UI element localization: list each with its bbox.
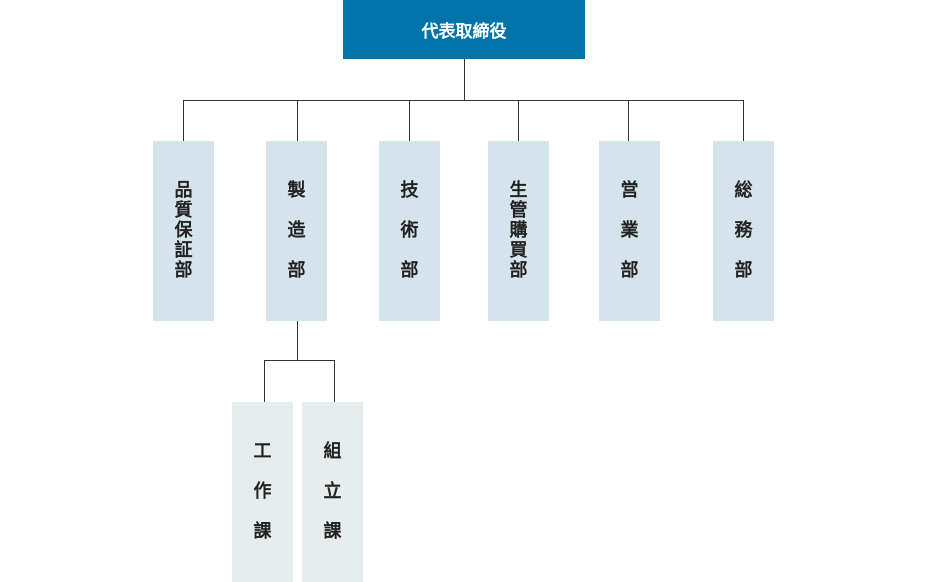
connector-dept-production-purchasing — [518, 100, 519, 141]
connector-section-bus — [264, 360, 335, 361]
label-char: 品 — [174, 180, 193, 201]
connector-dept-general-affairs — [743, 100, 744, 141]
dept-box-production-purchasing: 生管購買部 — [488, 141, 549, 321]
dept-label-quality: 品質保証部 — [175, 181, 193, 281]
label-char: 課 — [253, 521, 272, 542]
label-char: 証 — [174, 240, 193, 261]
label-char: 買 — [509, 240, 528, 261]
connector-dept-manufacturing — [297, 100, 298, 141]
label-char: 技 — [400, 180, 419, 201]
label-char: 保 — [174, 220, 193, 241]
dept-box-engineering: 技術部 — [379, 141, 440, 321]
connector-section-machining — [264, 360, 265, 402]
label-char: 質 — [174, 200, 193, 221]
label-char: 組 — [323, 441, 342, 462]
section-label-machining: 工作課 — [254, 432, 272, 552]
section-box-assembly: 組立課 — [302, 402, 363, 582]
ceo-box: 代表取締役 — [343, 0, 585, 59]
dept-label-sales: 営業部 — [621, 171, 639, 291]
label-char: 営 — [620, 180, 639, 201]
label-char: 業 — [620, 220, 639, 241]
dept-label-general-affairs: 総務部 — [735, 171, 753, 291]
label-char: 購 — [509, 220, 528, 241]
dept-box-general-affairs: 総務部 — [713, 141, 774, 321]
label-char: 課 — [323, 521, 342, 542]
connector-top-stem — [464, 59, 465, 101]
connector-dept-quality — [183, 100, 184, 141]
label-char: 術 — [400, 220, 419, 241]
label-char: 部 — [287, 260, 306, 281]
ceo-label: 代表取締役 — [421, 22, 507, 42]
dept-box-sales: 営業部 — [599, 141, 660, 321]
label-char: 作 — [253, 481, 272, 502]
connector-dept-sales — [628, 100, 629, 141]
connector-manufacturing-stem — [297, 321, 298, 361]
dept-label-engineering: 技術部 — [401, 171, 419, 291]
label-char: 立 — [323, 481, 342, 502]
dept-label-manufacturing: 製造部 — [288, 171, 306, 291]
label-char: 部 — [400, 260, 419, 281]
label-char: 生 — [509, 180, 528, 201]
connector-dept-engineering — [409, 100, 410, 141]
label-char: 総 — [734, 180, 753, 201]
label-char: 製 — [287, 180, 306, 201]
label-char: 工 — [253, 441, 272, 462]
connector-section-assembly — [334, 360, 335, 402]
dept-label-production-purchasing: 生管購買部 — [510, 181, 528, 281]
section-box-machining: 工作課 — [232, 402, 293, 582]
label-char: 部 — [509, 260, 528, 281]
label-char: 部 — [734, 260, 753, 281]
dept-box-quality: 品質保証部 — [153, 141, 214, 321]
label-char: 管 — [509, 200, 528, 221]
section-label-assembly: 組立課 — [324, 432, 342, 552]
label-char: 造 — [287, 220, 306, 241]
label-char: 務 — [734, 220, 753, 241]
connector-dept-bus — [183, 100, 744, 101]
label-char: 部 — [620, 260, 639, 281]
label-char: 部 — [174, 260, 193, 281]
dept-box-manufacturing: 製造部 — [266, 141, 327, 321]
